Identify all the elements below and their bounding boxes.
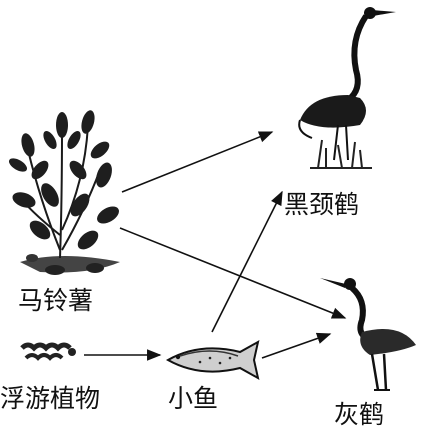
label-small-fish: 小鱼 — [168, 384, 219, 413]
plankton-icon — [20, 342, 76, 361]
arrow-small-fish-to-gray-crane — [261, 332, 332, 359]
label-black-necked-crane: 黑颈鹤 — [284, 190, 360, 219]
arrow-potato-to-black-necked-crane — [121, 131, 274, 193]
label-plankton: 浮游植物 — [0, 384, 101, 413]
label-potato: 马铃薯 — [18, 286, 94, 315]
small-fish-icon — [165, 340, 260, 380]
gray-crane-icon — [320, 278, 416, 391]
arrow-potato-to-gray-crane — [119, 227, 347, 319]
potato-plant-icon — [8, 110, 120, 275]
label-gray-crane: 灰鹤 — [334, 400, 385, 429]
arrow-small-fish-to-black-necked-crane — [211, 190, 283, 333]
black-necked-crane-icon — [298, 7, 396, 169]
